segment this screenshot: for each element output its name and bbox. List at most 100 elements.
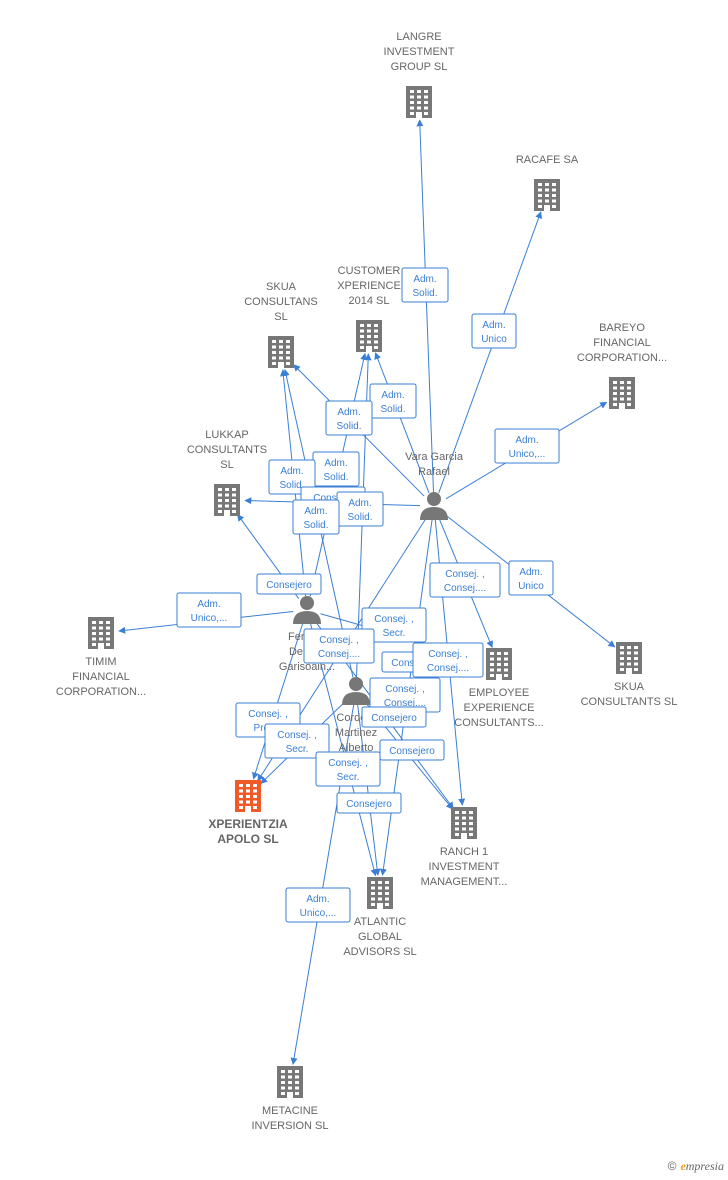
edge-label-box [285, 887, 351, 923]
node-label: MANAGEMENT... [421, 876, 508, 888]
edge-label-box [429, 562, 501, 598]
node-label: APOLO SL [217, 832, 278, 846]
edge-label-text: Consej.... [318, 649, 360, 660]
edge-fernandez-atlantic [310, 623, 378, 877]
edge-label-box [361, 706, 427, 728]
edge-label-text: Adm. [324, 458, 347, 469]
edge-label-text: Solid. [336, 421, 361, 432]
edge-label-box [315, 751, 381, 787]
edge-label-box [264, 723, 330, 759]
edge-label: Adm.Unico,... [494, 428, 560, 464]
edge-label: Adm. Unico [508, 560, 554, 596]
edge-label-text: Secr. [337, 772, 360, 783]
edge-vara-customer [374, 352, 430, 494]
node-label: INVERSION SL [251, 1120, 328, 1132]
node-label: INVESTMENT [384, 46, 455, 58]
node-label: CUSTOMER [338, 265, 401, 277]
building-icon [486, 648, 512, 680]
edge-label-box [256, 573, 322, 595]
edge-label-text: Consej. , [385, 684, 424, 695]
edge-label-box [268, 459, 316, 495]
node-label: Garisoain... [279, 661, 335, 673]
edge-label-text: Consejero [389, 746, 435, 757]
edge-vara-langre [416, 119, 434, 493]
edge-label: Adm. Solid. [312, 451, 360, 487]
edge-label-text: Adm. [515, 435, 538, 446]
node-timim[interactable]: TIMIMFINANCIALCORPORATION... [56, 617, 146, 698]
node-label: ADVISORS SL [343, 946, 416, 958]
edge-label: Adm.Solid. [336, 491, 384, 527]
edge-label-text: Solid. [323, 472, 348, 483]
person-icon [293, 596, 321, 624]
edge-label: Consej. , Consej.... [412, 642, 484, 678]
edge-label-text: Consej. , [248, 709, 287, 720]
edge-label-box [361, 607, 427, 643]
node-label: CORPORATION... [577, 352, 667, 364]
node-label: TIMIM [85, 656, 116, 668]
edge-label: Adm.Solid. [369, 383, 417, 419]
node-label: 2014 SL [349, 295, 390, 307]
node-label: CONSULTANTS... [454, 717, 543, 729]
edge-label-text: Unico [518, 581, 544, 592]
node-label: CONSULTANTS SL [581, 696, 678, 708]
edge-label-text: Consej. , [445, 569, 484, 580]
edge-label: Adm.Solid. [292, 499, 340, 535]
node-label: XPERIENCE [337, 280, 401, 292]
building-icon [268, 336, 294, 368]
node-customer[interactable]: CUSTOMER XPERIENCE 2014 SL [337, 265, 401, 352]
edge-label: Consejero [361, 706, 427, 728]
edge-label-box [508, 560, 554, 596]
edge-label: Consejero [379, 739, 445, 761]
edge-label-text: Adm. [280, 466, 303, 477]
brand-logo-text: mpresia [685, 1159, 724, 1173]
node-bareyo[interactable]: BAREYOFINANCIALCORPORATION... [577, 322, 667, 409]
building-icon [451, 807, 477, 839]
node-label: METACINE [262, 1105, 318, 1117]
node-label: INVESTMENT [429, 861, 500, 873]
building-icon [609, 377, 635, 409]
node-racafe[interactable]: RACAFE SA [516, 154, 579, 211]
node-label: SL [274, 311, 287, 323]
footer-brand: ©empresia [668, 1159, 724, 1174]
brand-logo-e: e [680, 1159, 686, 1173]
edge-label-text: Consej.... [384, 698, 426, 709]
node-metacine[interactable]: METACINE INVERSION SL [251, 1066, 329, 1132]
edge-label-box [336, 792, 402, 814]
edge-label-text: Consej. , [319, 635, 358, 646]
edge-label: Adm.Unico,... [285, 887, 351, 923]
edge-label-text: Consejero [371, 713, 417, 724]
edge-label-text: Consej. , [428, 649, 467, 660]
edge-label-text: Unico,... [300, 908, 337, 919]
edge-label-box [379, 739, 445, 761]
edge-label-text: Secr. [286, 744, 309, 755]
node-label: SKUA [266, 281, 297, 293]
edge-labels-layer: Adm.Solid.Adm.UnicoAdm.Unico,...Adm.Soli… [176, 267, 560, 923]
node-ranch[interactable]: RANCH 1 INVESTMENT MANAGEMENT... [421, 807, 508, 888]
edge-label-text: Adm. [413, 274, 436, 285]
edge-label-text: Solid. [380, 404, 405, 415]
node-label: Vara Garcia [405, 451, 464, 463]
edge-label: Consej. ,Secr. [315, 751, 381, 787]
edge-label-box [412, 642, 484, 678]
edge-label-text: Solid. [279, 480, 304, 491]
edge-label-box [325, 400, 373, 436]
edge-label-text: Secr. [383, 628, 406, 639]
edge-label-text: Adm. [348, 498, 371, 509]
edge-label-text: Adm. [197, 599, 220, 610]
edge-label: Consej. ,Secr. [264, 723, 330, 759]
edge-label-text: Consej.... [444, 583, 486, 594]
edge-label-box [471, 313, 517, 349]
edge-label-text: Adm. [519, 567, 542, 578]
node-label: RANCH 1 [440, 846, 488, 858]
edge-label-box [176, 592, 242, 628]
edge-label-text: Consej.... [427, 663, 469, 674]
edge-label: Adm. Solid. [268, 459, 316, 495]
node-employee[interactable]: EMPLOYEEEXPERIENCECONSULTANTS... [454, 648, 544, 729]
